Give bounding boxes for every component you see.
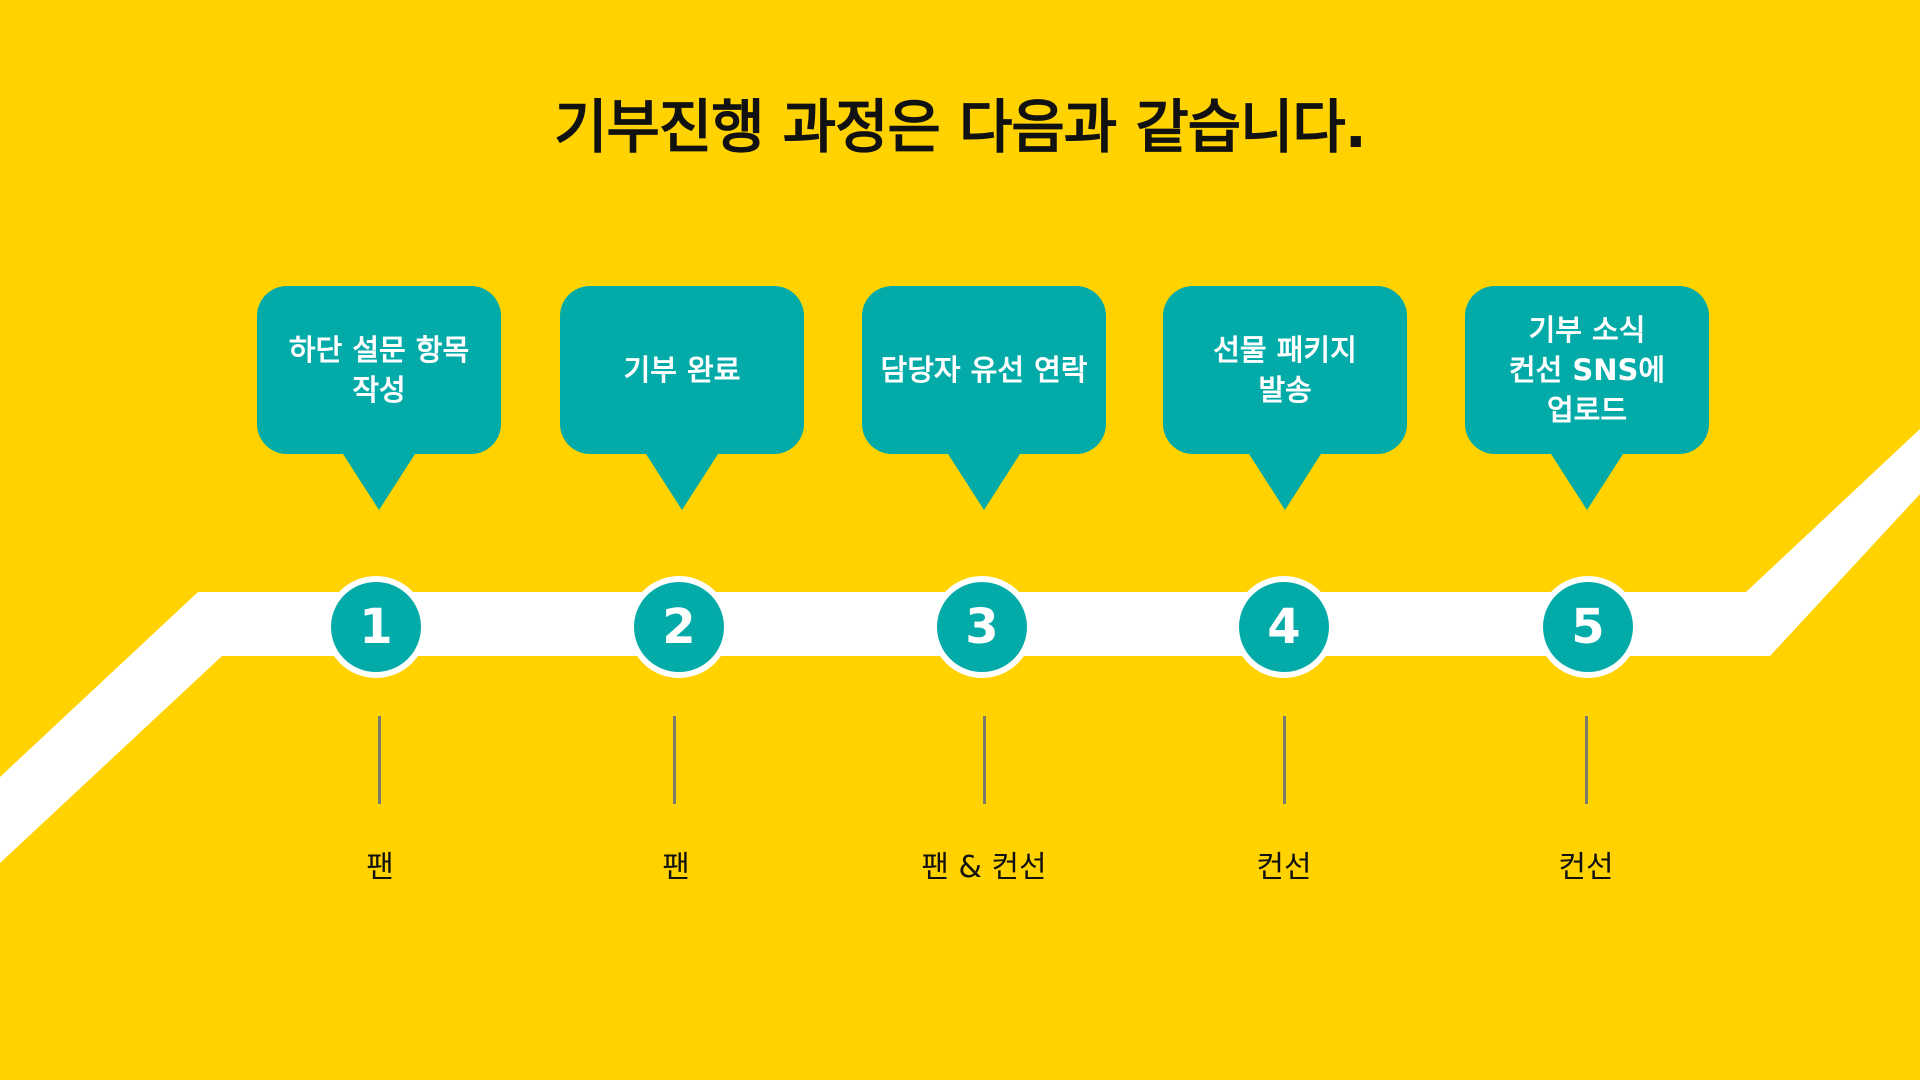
- step-4-bubble: 선물 패키지 발송: [1163, 286, 1407, 510]
- step-1-connector: [378, 716, 381, 804]
- step-1-actor: 팬: [366, 850, 394, 885]
- step-4-connector: [1283, 716, 1286, 804]
- step-4-number: 4: [1233, 576, 1335, 678]
- step-3-connector: [983, 716, 986, 804]
- step-3-actor: 팬 & 컨선: [921, 850, 1047, 885]
- step-2-connector: [673, 716, 676, 804]
- step-1-bubble: 하단 설문 항목 작성: [257, 286, 501, 510]
- step-5-actor: 컨선: [1558, 850, 1614, 885]
- step-2-bubble: 기부 완료: [560, 286, 804, 510]
- page-title: 기부진행 과정은 다음과 같습니다.: [554, 93, 1367, 161]
- step-3-bubble: 담당자 유선 연락: [862, 286, 1106, 510]
- step-1-number: 1: [325, 576, 427, 678]
- step-4-actor: 컨선: [1256, 850, 1312, 885]
- step-3-number: 3: [931, 576, 1033, 678]
- step-2-number: 2: [628, 576, 730, 678]
- step-5-connector: [1585, 716, 1588, 804]
- step-2-actor: 팬: [662, 850, 690, 885]
- step-5-number: 5: [1537, 576, 1639, 678]
- step-5-bubble: 기부 소식 컨선 SNS에 업로드: [1465, 286, 1709, 510]
